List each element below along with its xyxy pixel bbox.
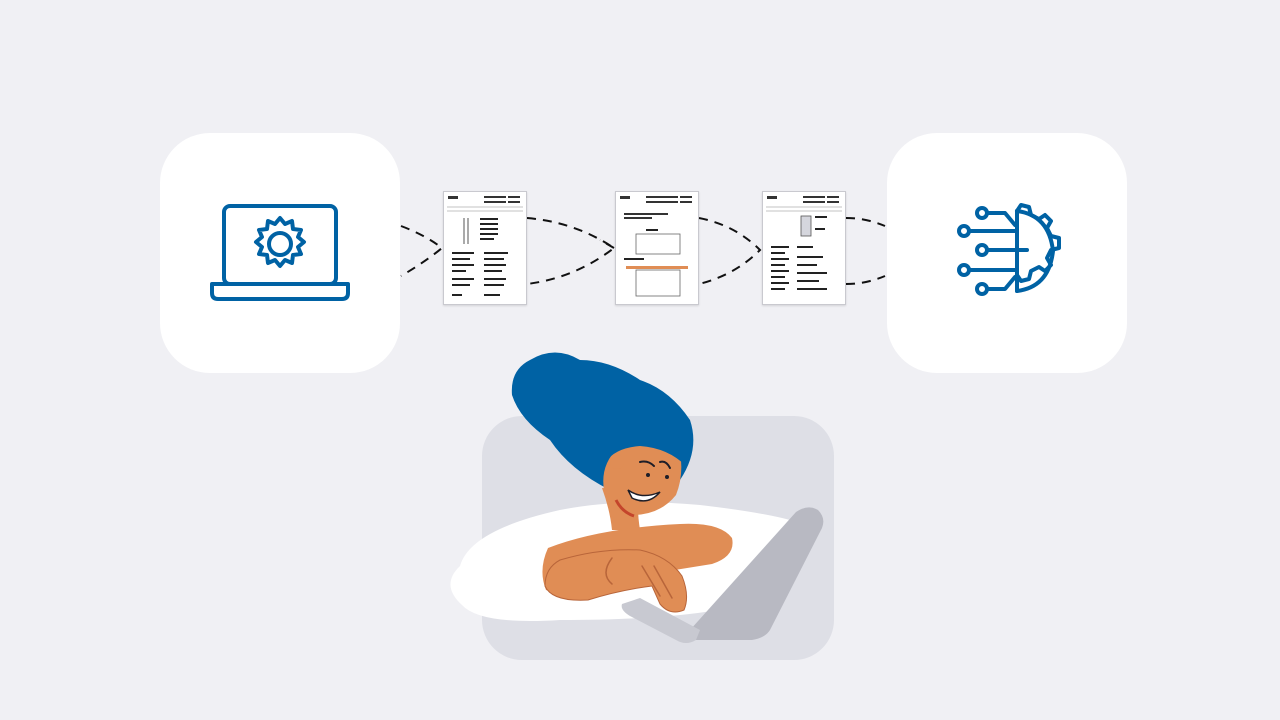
- document-thumbnail: [762, 191, 846, 305]
- right-icon-card: [887, 133, 1127, 373]
- document-thumbnail: [615, 191, 699, 305]
- document-thumbnail: [443, 191, 527, 305]
- left-icon-card: [160, 133, 400, 373]
- laptop-gear-icon: [210, 204, 350, 301]
- circuit-gear-icon: [957, 203, 1061, 296]
